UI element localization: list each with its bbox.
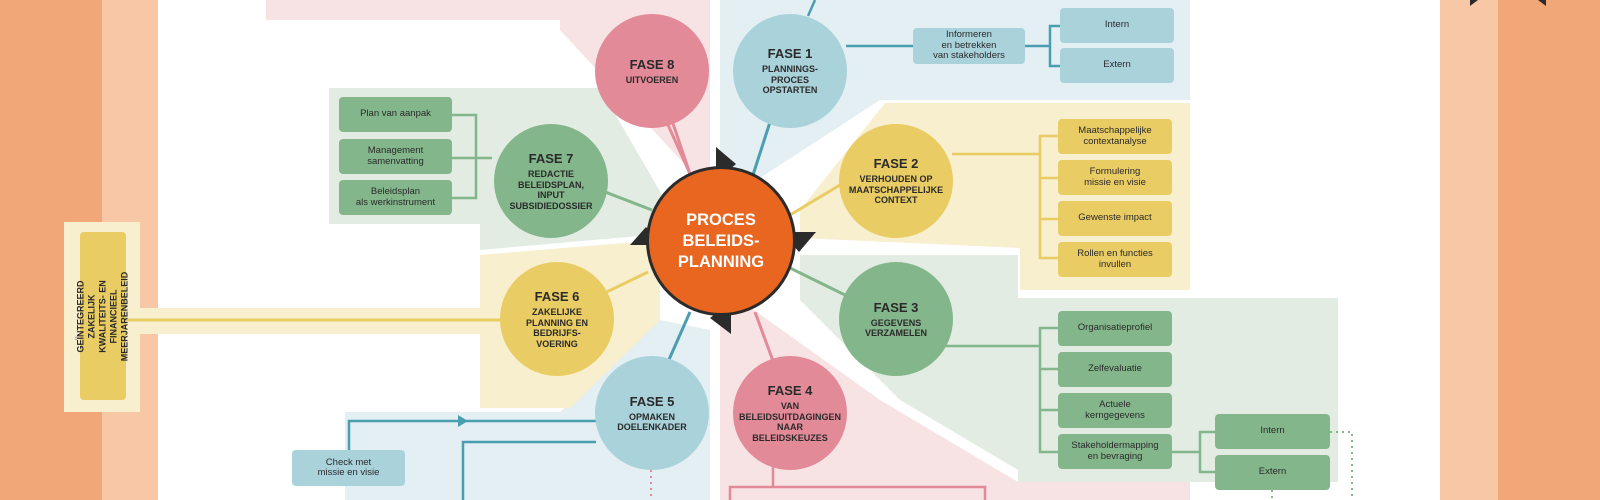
region-fase4	[720, 300, 1190, 500]
box-fase3-item: Organisatieprofiel	[1058, 311, 1172, 346]
box-fase1-intern: Intern	[1060, 8, 1174, 43]
center-process: PROCES BELEIDS- PLANNING	[646, 166, 796, 316]
box-fase3-item: Zelfevaluatie	[1058, 352, 1172, 387]
region-fase8	[266, 0, 710, 178]
box-fase2-item: Maatschappelijke contextanalyse	[1058, 119, 1172, 154]
phase-title: FASE 2	[873, 156, 919, 172]
phase-title: FASE 4	[767, 383, 813, 398]
right-band-inner	[1440, 0, 1498, 500]
box-fase3-item: Actuele kerngegevens	[1058, 393, 1172, 428]
phase-subtitle: VERHOUDEN OP MAATSCHAPPELIJKE CONTEXT	[848, 174, 944, 206]
box-fase2-item: Rollen en functies invullen	[1058, 242, 1172, 277]
phase-title: FASE 3	[873, 299, 919, 315]
phase-title: FASE 8	[629, 56, 675, 72]
right-band-outer	[1498, 0, 1600, 500]
phase-fase7: FASE 7 REDACTIE BELEIDSPLAN, INPUT SUBSI…	[494, 124, 608, 238]
phase-title: FASE 5	[629, 393, 675, 409]
side-label-meerjarenbeleid: GEÏNTEGREERD ZAKELIJK KWALITEITS- EN FIN…	[76, 232, 130, 400]
box-fase7-item: Beleidsplan als werkinstrument	[339, 180, 452, 215]
box-fase3-intern: Intern	[1215, 414, 1330, 449]
phase-fase1: FASE 1 PLANNINGS- PROCES OPSTARTEN	[733, 14, 847, 128]
box-fase3-item: Stakeholdermapping en bevraging	[1058, 434, 1172, 469]
phase-fase8: FASE 8 UITVOEREN	[595, 14, 709, 128]
box-check-missie-visie: Check met missie en visie	[292, 450, 405, 486]
phase-subtitle: REDACTIE BELEIDSPLAN, INPUT SUBSIDIEDOSS…	[509, 169, 593, 211]
phase-fase6: FASE 6 ZAKELIJKE PLANNING EN BEDRIJFS- V…	[500, 262, 614, 376]
phase-fase5: FASE 5 OPMAKEN DOELENKADER	[595, 356, 709, 470]
box-stakeholders-informeren: Informeren en betrekken van stakeholders	[913, 28, 1025, 64]
phase-title: FASE 7	[528, 151, 574, 166]
phase-subtitle: GEGEVENS VERZAMELEN	[864, 317, 927, 339]
phase-fase2: FASE 2 VERHOUDEN OP MAATSCHAPPELIJKE CON…	[839, 124, 953, 238]
phase-fase3: FASE 3 GEGEVENS VERZAMELEN	[839, 262, 953, 376]
box-fase7-item: Management samenvatting	[339, 139, 452, 174]
phase-subtitle: ZAKELIJKE PLANNING EN BEDRIJFS- VOERING	[525, 307, 588, 349]
box-fase2-item: Gewenste impact	[1058, 201, 1172, 236]
phase-fase4: FASE 4 VAN BELEIDSUITDAGINGEN NAAR BELEI…	[733, 356, 847, 470]
box-fase1-extern: Extern	[1060, 48, 1174, 83]
phase-title: FASE 1	[767, 46, 813, 62]
box-fase7-item: Plan van aanpak	[339, 97, 452, 132]
phase-title: FASE 6	[534, 289, 580, 304]
phase-subtitle: VAN BELEIDSUITDAGINGEN NAAR BELEIDSKEUZE…	[738, 401, 841, 443]
phase-subtitle: OPMAKEN DOELENKADER	[617, 411, 687, 433]
phase-subtitle: PLANNINGS- PROCES OPSTARTEN	[762, 64, 818, 96]
box-fase3-extern: Extern	[1215, 455, 1330, 490]
side-label-text: GEÏNTEGREERD ZAKELIJK KWALITEITS- EN FIN…	[75, 271, 130, 361]
phase-subtitle: UITVOEREN	[625, 74, 679, 85]
box-fase2-item: Formulering missie en visie	[1058, 160, 1172, 195]
